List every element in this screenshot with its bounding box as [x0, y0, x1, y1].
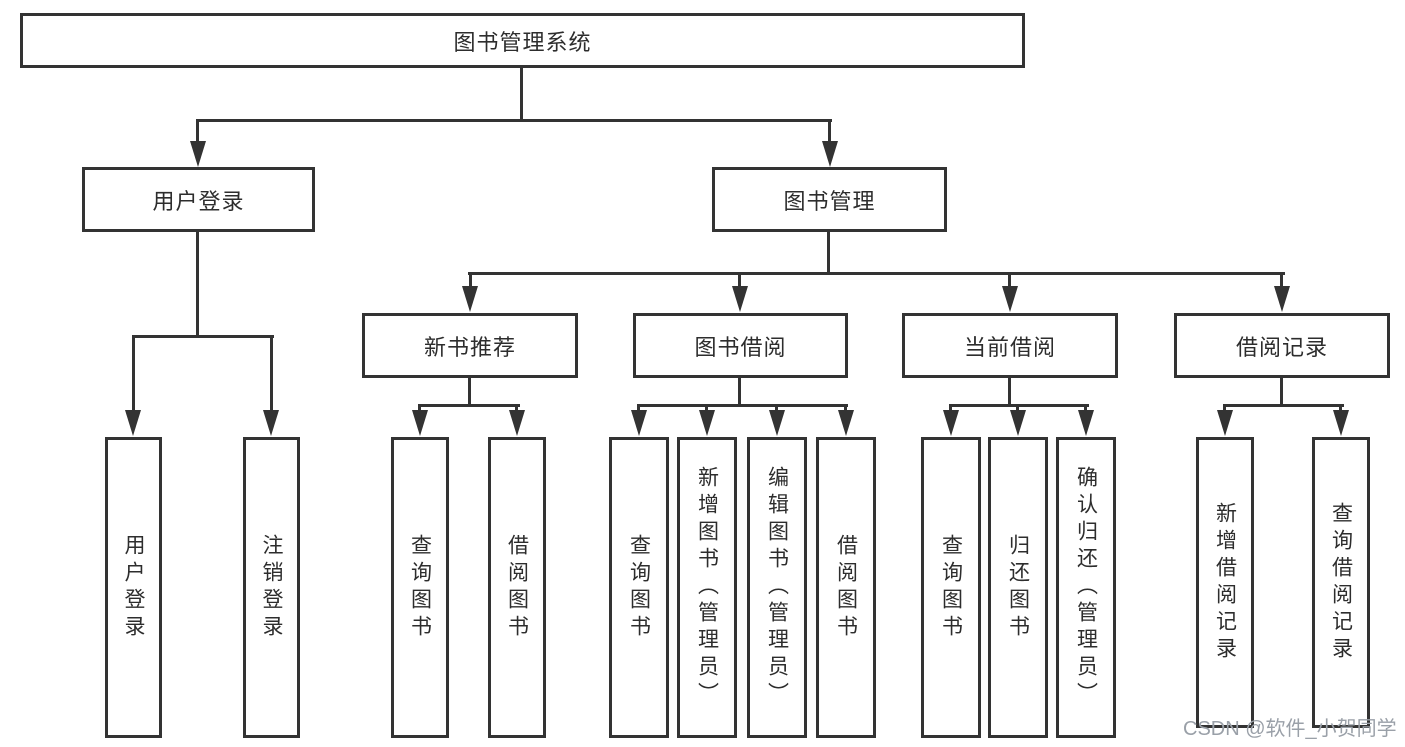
node-label: 编辑图书（管理员） — [765, 466, 789, 709]
node-label: 归还图书 — [1006, 533, 1030, 642]
connector-line — [828, 119, 831, 143]
arrow-down-icon — [732, 286, 748, 312]
arrow-down-icon — [943, 410, 959, 436]
connector-line — [949, 404, 952, 414]
node-label: 图书管理系统 — [453, 29, 592, 55]
node-label: 借阅图书 — [834, 533, 858, 642]
node-label: 用户登录 — [152, 188, 245, 214]
connector-line — [1339, 404, 1342, 414]
leaf-edit-books-admin: 编辑图书（管理员） — [747, 437, 807, 738]
connector-line — [469, 272, 472, 290]
leaf-add-borrow-record: 新增借阅记录 — [1196, 437, 1254, 728]
connector-line — [1008, 272, 1011, 290]
connector-line — [418, 404, 520, 407]
connector-line — [637, 404, 640, 414]
arrow-down-icon — [1010, 410, 1026, 436]
node-label: 确认归还（管理员） — [1074, 466, 1098, 709]
leaf-query-books-current: 查询图书 — [921, 437, 981, 738]
leaf-query-books-borrow: 查询图书 — [609, 437, 669, 738]
arrow-down-icon — [1002, 286, 1018, 312]
arrow-down-icon — [699, 410, 715, 436]
node-label: 查询借阅记录 — [1329, 501, 1353, 664]
connector-line — [1008, 378, 1011, 407]
node-book-borrowing: 图书借阅 — [633, 313, 848, 378]
connector-line — [1223, 404, 1226, 414]
arrow-down-icon — [631, 410, 647, 436]
connector-line — [468, 378, 471, 407]
connector-line — [738, 272, 741, 290]
connector-line — [418, 404, 421, 414]
leaf-return-books: 归还图书 — [988, 437, 1048, 738]
node-label: 图书借阅 — [694, 334, 787, 360]
connector-line — [705, 404, 708, 414]
leaf-query-books-recommend: 查询图书 — [391, 437, 449, 738]
arrow-down-icon — [822, 141, 838, 167]
arrow-down-icon — [769, 410, 785, 436]
node-label: 当前借阅 — [963, 334, 1056, 360]
node-label: 新书推荐 — [423, 334, 516, 360]
node-label: 查询图书 — [939, 533, 963, 642]
connector-line — [515, 404, 518, 414]
node-label: 用户登录 — [122, 533, 145, 642]
connector-line — [196, 232, 199, 338]
connector-line — [1223, 404, 1344, 407]
connector-line — [468, 272, 1285, 275]
node-new-book-recommend: 新书推荐 — [362, 313, 578, 378]
connector-line — [1016, 404, 1019, 414]
leaf-user-login: 用户登录 — [105, 437, 162, 738]
connector-line — [1280, 272, 1283, 290]
arrow-down-icon — [1333, 410, 1349, 436]
leaf-add-books-admin: 新增图书（管理员） — [677, 437, 737, 738]
node-label: 查询图书 — [408, 533, 432, 642]
arrow-down-icon — [1217, 410, 1233, 436]
connector-line — [196, 119, 199, 143]
node-borrow-records: 借阅记录 — [1174, 313, 1390, 378]
connector-line — [132, 335, 274, 338]
arrow-down-icon — [1078, 410, 1094, 436]
connector-line — [270, 335, 273, 413]
node-book-management: 图书管理 — [712, 167, 947, 232]
node-label: 注销登录 — [260, 533, 283, 642]
leaf-borrow-books: 借阅图书 — [816, 437, 876, 738]
arrow-down-icon — [190, 141, 206, 167]
node-current-borrowing: 当前借阅 — [902, 313, 1118, 378]
leaf-query-borrow-record: 查询借阅记录 — [1312, 437, 1370, 728]
connector-line — [775, 404, 778, 414]
arrow-down-icon — [125, 410, 141, 436]
node-label: 新增借阅记录 — [1213, 501, 1237, 664]
connector-line — [1280, 378, 1283, 407]
leaf-confirm-return-admin: 确认归还（管理员） — [1056, 437, 1116, 738]
arrow-down-icon — [838, 410, 854, 436]
connector-line — [738, 378, 741, 407]
node-root-system: 图书管理系统 — [20, 13, 1025, 68]
arrow-down-icon — [263, 410, 279, 436]
arrow-down-icon — [462, 286, 478, 312]
node-label: 借阅图书 — [505, 533, 529, 642]
connector-line — [844, 404, 847, 414]
connector-line — [132, 335, 135, 413]
arrow-down-icon — [1274, 286, 1290, 312]
connector-line — [520, 66, 523, 122]
node-label: 查询图书 — [627, 533, 651, 642]
connector-line — [1084, 404, 1087, 414]
watermark: CSDN @软件_小贺同学 — [1183, 718, 1397, 740]
connector-line — [827, 232, 830, 275]
leaf-borrow-books-recommend: 借阅图书 — [488, 437, 546, 738]
node-user-login-group: 用户登录 — [82, 167, 315, 232]
node-label: 新增图书（管理员） — [695, 466, 719, 709]
connector-line — [196, 119, 832, 122]
connector-line — [637, 404, 848, 407]
node-label: 借阅记录 — [1235, 334, 1328, 360]
connector-line — [949, 404, 1089, 407]
arrow-down-icon — [509, 410, 525, 436]
node-label: 图书管理 — [783, 188, 876, 214]
leaf-logout: 注销登录 — [243, 437, 300, 738]
arrow-down-icon — [412, 410, 428, 436]
